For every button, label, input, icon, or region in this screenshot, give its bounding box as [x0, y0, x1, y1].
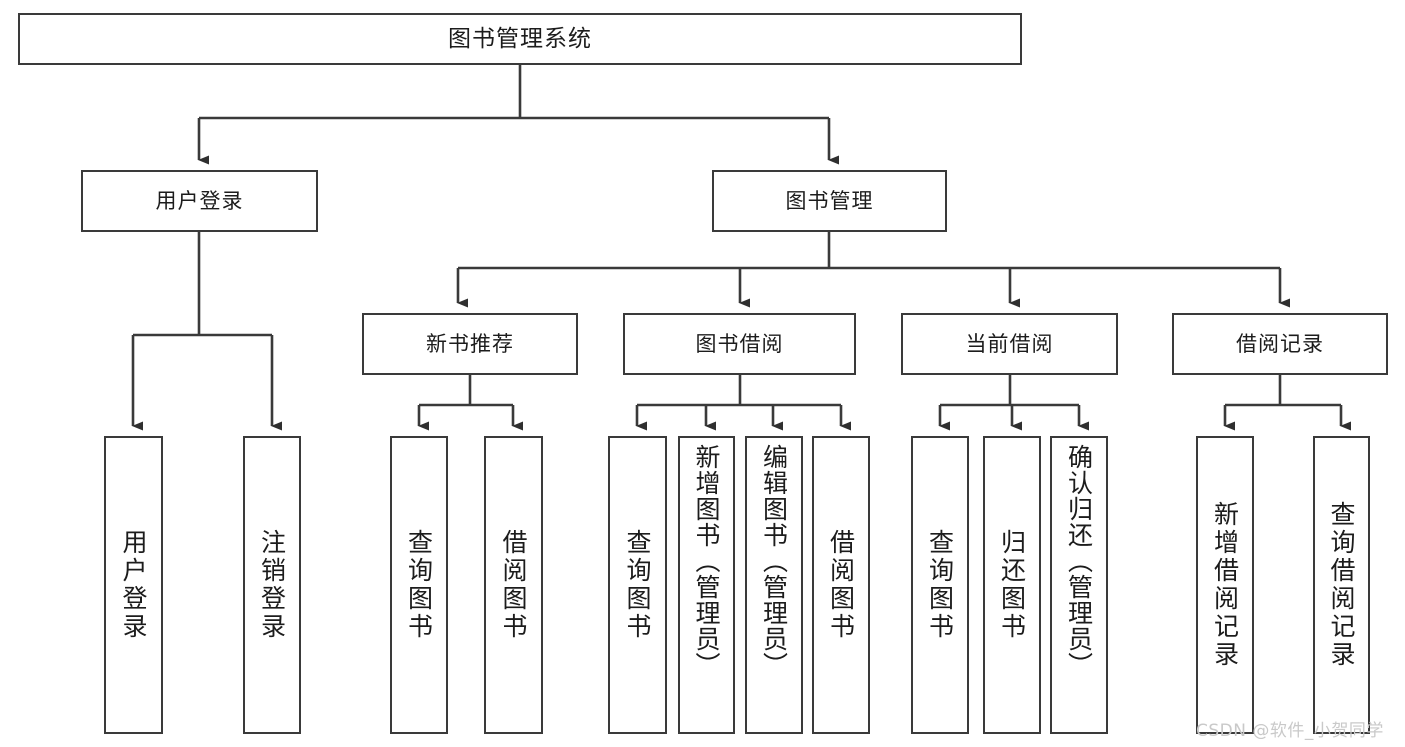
node-current-borrow[interactable]: 当前借阅	[901, 313, 1118, 375]
node-user-login[interactable]: 用户登录	[81, 170, 318, 232]
node-leaf-add-book-admin[interactable]: 新增图书（管理员）	[678, 436, 735, 734]
node-leaf-add-borrow-record-label: 新增借阅记录	[1210, 501, 1240, 669]
node-new-book-rec[interactable]: 新书推荐	[362, 313, 578, 375]
node-book-borrow-label: 图书借阅	[695, 331, 784, 356]
node-leaf-query-book-current-label: 查询图书	[925, 529, 955, 641]
node-leaf-edit-book-admin-label: 编辑图书（管理员）	[759, 444, 789, 678]
node-leaf-borrow-book[interactable]: 借阅图书	[812, 436, 870, 734]
node-leaf-query-book-borrow-label: 查询图书	[623, 529, 652, 641]
node-leaf-return-book-label: 归还图书	[997, 529, 1027, 641]
node-leaf-logout[interactable]: 注销登录	[243, 436, 301, 734]
watermark: CSDN @软件_小贺同学	[1196, 721, 1384, 741]
node-leaf-user-login[interactable]: 用户登录	[104, 436, 163, 734]
node-leaf-query-book-rec-label: 查询图书	[404, 529, 434, 641]
node-leaf-logout-label: 注销登录	[257, 529, 287, 641]
node-current-borrow-label: 当前借阅	[965, 331, 1054, 356]
node-book-manage-label: 图书管理	[785, 188, 874, 213]
node-new-book-rec-label: 新书推荐	[426, 331, 514, 356]
node-book-manage[interactable]: 图书管理	[712, 170, 947, 232]
node-leaf-query-book-borrow[interactable]: 查询图书	[608, 436, 667, 734]
node-leaf-borrow-book-label: 借阅图书	[826, 529, 856, 641]
node-leaf-query-borrow-record[interactable]: 查询借阅记录	[1313, 436, 1370, 734]
node-leaf-edit-book-admin[interactable]: 编辑图书（管理员）	[745, 436, 803, 734]
node-leaf-return-book[interactable]: 归还图书	[983, 436, 1041, 734]
node-leaf-borrow-book-rec[interactable]: 借阅图书	[484, 436, 543, 734]
node-leaf-add-book-admin-label: 新增图书（管理员）	[692, 444, 721, 678]
node-book-borrow[interactable]: 图书借阅	[623, 313, 856, 375]
node-leaf-confirm-return-admin[interactable]: 确认归还（管理员）	[1050, 436, 1108, 734]
node-leaf-borrow-book-rec-label: 借阅图书	[499, 529, 528, 641]
node-borrow-record[interactable]: 借阅记录	[1172, 313, 1388, 375]
node-leaf-confirm-return-admin-label: 确认归还（管理员）	[1064, 444, 1094, 678]
node-root[interactable]: 图书管理系统	[18, 13, 1022, 65]
node-user-login-label: 用户登录	[155, 188, 244, 213]
node-borrow-record-label: 借阅记录	[1236, 331, 1324, 356]
node-leaf-add-borrow-record[interactable]: 新增借阅记录	[1196, 436, 1254, 734]
node-leaf-query-book-rec[interactable]: 查询图书	[390, 436, 448, 734]
node-root-label: 图书管理系统	[448, 25, 592, 52]
node-leaf-user-login-label: 用户登录	[119, 529, 148, 641]
node-leaf-query-borrow-record-label: 查询借阅记录	[1327, 501, 1356, 669]
node-leaf-query-book-current[interactable]: 查询图书	[911, 436, 969, 734]
